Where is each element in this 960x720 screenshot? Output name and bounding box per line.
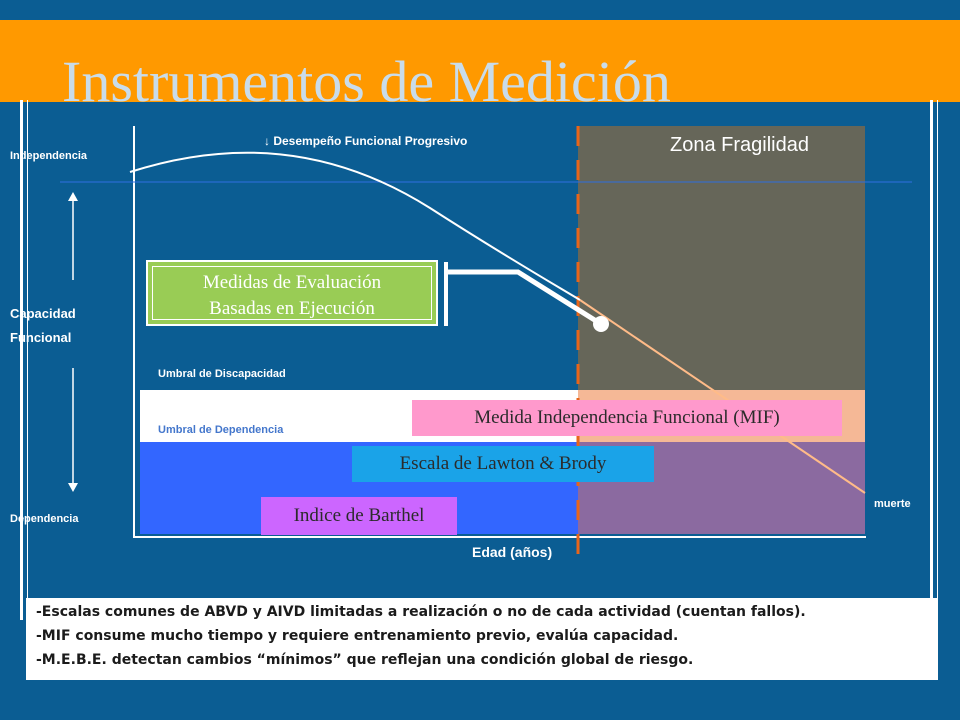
functional-decline-curve-fragility xyxy=(579,299,866,494)
frame-line-left-inner xyxy=(27,100,28,620)
note-item: -M.E.B.E. detectan cambios “mínimos” que… xyxy=(36,652,694,668)
edad-axis-label: Edad (años) xyxy=(472,544,553,560)
curve-label: ↓ Desempeño Funcional Progresivo xyxy=(264,134,468,148)
fragility-zone-label: Zona Fragilidad xyxy=(670,134,809,156)
threshold-dependencia-label: Umbral de Dependencia xyxy=(158,424,284,436)
capacidad-label: Capacidad xyxy=(10,306,76,321)
page-title: Instrumentos de Medición xyxy=(62,49,671,114)
mebe-connector-line xyxy=(446,269,603,327)
title-bar xyxy=(0,20,960,102)
independencia-label: Independencia xyxy=(10,150,88,162)
frame-line-left-outer xyxy=(20,100,23,620)
mebe-label-line1: Medidas de Evaluación xyxy=(202,272,382,293)
mebe-connector-dot xyxy=(593,316,609,332)
mebe-box: Medidas de Evaluación Basadas en Ejecuci… xyxy=(146,260,438,326)
capacity-arrow-down-head xyxy=(68,483,78,492)
lawton-box: Escala de Lawton & Brody xyxy=(352,446,654,482)
mebe-label-line2: Basadas en Ejecución xyxy=(209,298,375,319)
notes-panel: -Escalas comunes de ABVD y AIVD limitada… xyxy=(26,598,938,680)
barthel-box: Indice de Barthel xyxy=(261,497,457,535)
note-item: -Escalas comunes de ABVD y AIVD limitada… xyxy=(36,604,806,620)
muerte-label: muerte xyxy=(874,498,911,510)
mif-box: Medida Independencia Funcional (MIF) xyxy=(412,400,842,436)
capacity-arrow-up-head xyxy=(68,192,78,201)
threshold-discapacidad-label: Umbral de Discapacidad xyxy=(158,368,286,380)
funcional-label: Funcional xyxy=(10,330,72,345)
frame-line-right-outer xyxy=(930,100,933,620)
functional-decline-curve xyxy=(129,151,581,301)
frame-line-right-inner xyxy=(937,100,938,620)
dependencia-label: Dependencia xyxy=(10,513,79,525)
note-item: -MIF consume mucho tiempo y requiere ent… xyxy=(36,628,679,644)
fragility-zone xyxy=(578,126,865,390)
